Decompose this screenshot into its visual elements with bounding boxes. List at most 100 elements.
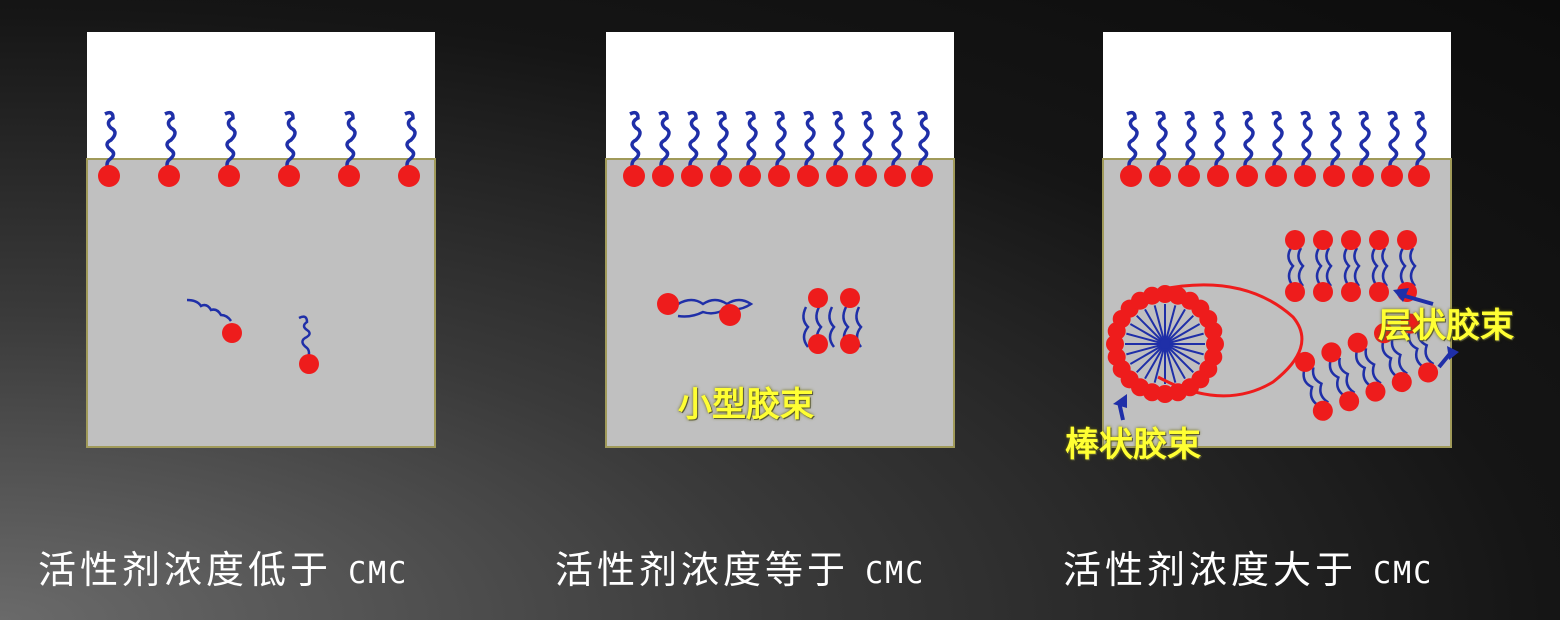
- lamellar-head: [1339, 391, 1360, 412]
- surfactant-tail: [404, 110, 417, 173]
- lamellar-head: [1391, 372, 1412, 393]
- surfactant-head: [911, 165, 933, 187]
- arrow-to-rod: [1113, 394, 1127, 421]
- lamellar-tail: [1381, 338, 1408, 379]
- surfactant-head: [398, 165, 420, 187]
- surfactant-tail: [1242, 110, 1255, 173]
- lamellar-head: [1418, 362, 1439, 383]
- lamellar-tail: [1287, 247, 1305, 287]
- lamellar-head: [1321, 342, 1342, 363]
- rod-tail: [1164, 343, 1204, 356]
- rod-tail: [1153, 305, 1166, 345]
- surfactant-head: [652, 165, 674, 187]
- surfactant-tail: [104, 110, 117, 173]
- lamellar-head: [1285, 230, 1305, 250]
- lamellar-head: [1312, 400, 1333, 421]
- caption-cmc: CMC: [348, 556, 409, 591]
- arrow-to-lamellar-top: [1393, 288, 1434, 306]
- rod-tail: [1129, 323, 1166, 345]
- surfactant-tail: [284, 110, 297, 173]
- small-micelle: [657, 293, 754, 326]
- surfactant-tail: [1387, 110, 1400, 173]
- surfactant-tail: [1358, 110, 1371, 173]
- diagram-frame: 小型胶束: [8, 4, 1554, 614]
- rod-micelle-outline: [1157, 283, 1304, 398]
- surfactant-head: [98, 165, 120, 187]
- surfactant-tail: [687, 110, 700, 173]
- lamellar-micelle: [1295, 313, 1439, 421]
- surfactant-tail: [1155, 110, 1168, 173]
- panel-above-cmc-drawing: [1102, 32, 1459, 448]
- surfactant-head: [797, 165, 819, 187]
- surfactant-tail: [1184, 110, 1197, 173]
- air-region: [606, 32, 954, 159]
- surface-surfactants: [1120, 110, 1430, 187]
- surfactant-head: [218, 165, 240, 187]
- caption-cmc: CMC: [1373, 556, 1434, 591]
- rod-tail: [1144, 308, 1166, 345]
- surfactant-head: [278, 165, 300, 187]
- surfactant-tail: [1300, 110, 1313, 173]
- rod-tail: [1164, 343, 1194, 373]
- rod-tail: [1164, 343, 1177, 383]
- lamellar-micelle-label: 层状胶束: [1378, 306, 1514, 346]
- surfactant-tail: [745, 110, 758, 173]
- surfactant-head: [338, 165, 360, 187]
- panel-at-cmc: 小型胶束: [605, 32, 955, 448]
- water-region: [86, 158, 436, 448]
- lamellar-head: [1397, 230, 1417, 250]
- rod-micelle-label: 棒状胶束: [1065, 425, 1201, 465]
- surfactant-tail: [224, 110, 237, 173]
- small-micelle-label: 小型胶束: [678, 385, 814, 425]
- surfactant-tail: [1414, 110, 1427, 173]
- caption-text: 活性剂浓度大于: [1063, 548, 1358, 592]
- rod-tail: [1129, 343, 1166, 365]
- caption-above-cmc: 活性剂浓度大于 CMC: [1063, 539, 1433, 594]
- caption-text: 活性剂浓度低于: [38, 548, 333, 592]
- caption-below-cmc: 活性剂浓度低于 CMC: [38, 539, 408, 594]
- surfactant-head: [1207, 165, 1229, 187]
- caption-at-cmc: 活性剂浓度等于 CMC: [555, 539, 925, 594]
- lamellar-tail: [1302, 367, 1329, 407]
- free-monomer: [298, 315, 319, 374]
- surfactant-head: [884, 165, 906, 187]
- lamellar-head: [1313, 230, 1333, 250]
- surfactant-tail: [861, 110, 874, 173]
- surfactant-head: [1236, 165, 1258, 187]
- surfactant-tail: [1271, 110, 1284, 173]
- surfactant-head: [681, 165, 703, 187]
- air-region: [1103, 32, 1451, 159]
- lamellar-head: [1313, 282, 1333, 302]
- lamellar-tail: [1371, 247, 1389, 287]
- panel-at-cmc-drawing: [605, 32, 955, 448]
- lamellar-head: [1373, 323, 1394, 344]
- rod-tail: [1126, 343, 1166, 356]
- surfactant-tail: [917, 110, 930, 173]
- rod-tail: [1136, 343, 1166, 373]
- surfactant-tail: [1329, 110, 1342, 173]
- rod-micelle: [1106, 285, 1224, 403]
- lamellar-tail: [1343, 247, 1361, 287]
- rod-tail: [1164, 308, 1186, 345]
- surfactant-head: [1265, 165, 1287, 187]
- small-micelle: [802, 288, 863, 354]
- arrow-to-lamellar-bottom: [1437, 346, 1459, 369]
- surfactant-tail: [1126, 110, 1139, 173]
- surfactant-tail: [344, 110, 357, 173]
- caption-cmc: CMC: [865, 556, 926, 591]
- lamellar-head: [1285, 282, 1305, 302]
- surfactant-head: [623, 165, 645, 187]
- surfactant-head: [710, 165, 732, 187]
- surfactant-tail: [716, 110, 729, 173]
- surface-surfactants: [98, 110, 420, 187]
- surfactant-head: [1323, 165, 1345, 187]
- lamellar-head: [1369, 230, 1389, 250]
- rod-tail: [1164, 332, 1204, 345]
- free-monomer: [186, 298, 242, 343]
- panel-below-cmc-drawing: [86, 32, 436, 448]
- surfactant-tail: [1213, 110, 1226, 173]
- surfactant-tail: [803, 110, 816, 173]
- lamellar-tail: [1315, 247, 1333, 287]
- rod-head: [1204, 322, 1223, 341]
- panel-above-cmc: 层状胶束 棒状胶束: [1065, 32, 1514, 465]
